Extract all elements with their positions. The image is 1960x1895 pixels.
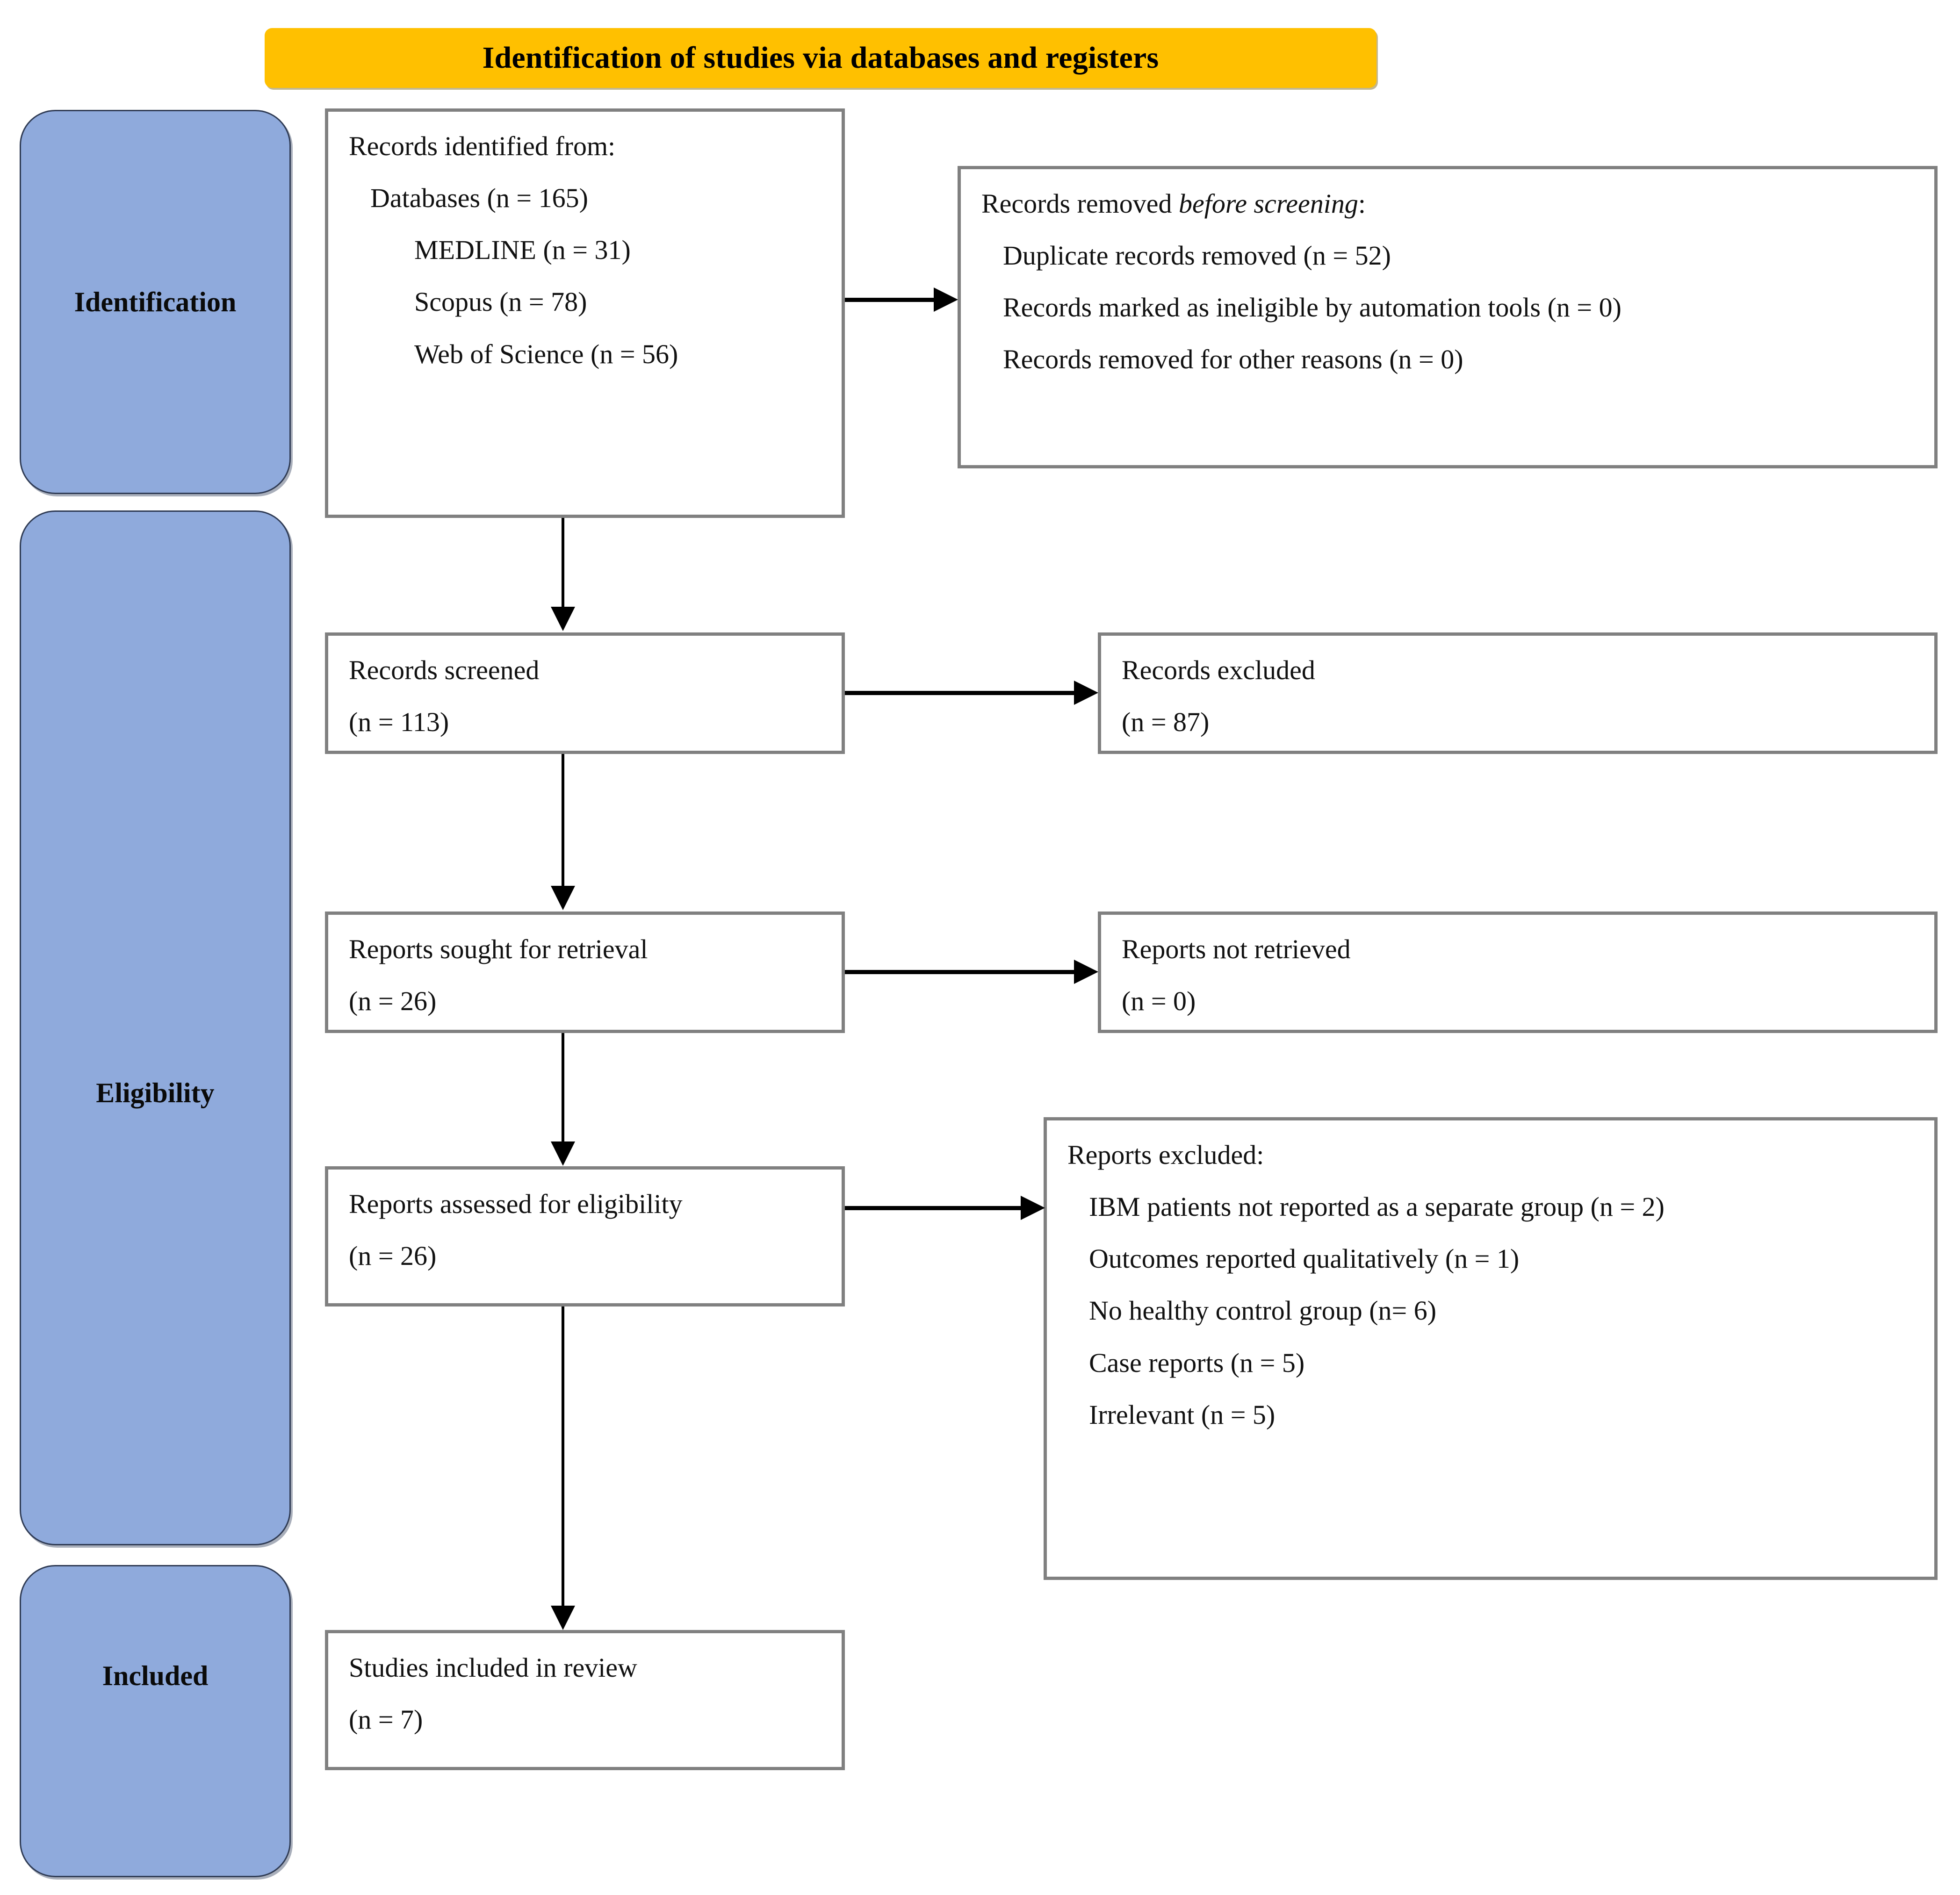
- connector-identified-to-removed: [845, 298, 934, 302]
- connector-sought-to-assessed: [562, 1033, 564, 1141]
- records-excluded-title: Records excluded: [1122, 655, 1315, 685]
- stage-identification: Identification: [20, 110, 291, 494]
- stage-eligibility: Eligibility: [20, 510, 291, 1545]
- records-identified-medline: MEDLINE (n = 31): [414, 235, 631, 266]
- box-reports-assessed: Reports assessed for eligibility (n = 26…: [325, 1166, 845, 1306]
- reports-not-retrieved-count: (n = 0): [1122, 986, 1196, 1017]
- reports-excluded-reason-qualitative: Outcomes reported qualitatively (n = 1): [1089, 1243, 1520, 1274]
- box-records-excluded: Records excluded (n = 87): [1098, 632, 1938, 754]
- stage-included: Included: [20, 1565, 291, 1877]
- records-identified-scopus: Scopus (n = 78): [414, 287, 587, 317]
- records-removed-heading-emphasis: before screening: [1178, 188, 1358, 219]
- reports-sought-count: (n = 26): [349, 986, 437, 1017]
- diagram-title: Identification of studies via databases …: [482, 41, 1159, 75]
- reports-assessed-title: Reports assessed for eligibility: [349, 1189, 683, 1219]
- reports-excluded-reason-ibm: IBM patients not reported as a separate …: [1089, 1192, 1665, 1222]
- records-screened-title: Records screened: [349, 655, 540, 685]
- stage-label-included: Included: [102, 1660, 209, 1691]
- reports-excluded-reason-case-reports: Case reports (n = 5): [1089, 1347, 1305, 1378]
- box-studies-included: Studies included in review (n = 7): [325, 1630, 845, 1770]
- records-removed-automation: Records marked as ineligible by automati…: [1003, 292, 1621, 323]
- box-records-removed: Records removed before screening: Duplic…: [958, 166, 1938, 468]
- diagram-header-banner: Identification of studies via databases …: [265, 28, 1376, 88]
- box-records-screened: Records screened (n = 113): [325, 632, 845, 754]
- reports-assessed-count: (n = 26): [349, 1241, 437, 1271]
- connector-screened-to-sought: [562, 754, 564, 886]
- records-identified-heading: Records identified from:: [349, 131, 616, 161]
- arrowhead-sought-to-assessed: [551, 1141, 575, 1166]
- connector-identified-to-screened: [562, 518, 564, 607]
- connector-sought-to-not-retrieved: [845, 970, 1074, 974]
- box-reports-excluded: Reports excluded: IBM patients not repor…: [1044, 1117, 1938, 1580]
- arrowhead-assessed-to-studies: [551, 1606, 575, 1630]
- connector-assessed-to-studies: [562, 1306, 564, 1606]
- records-identified-databases: Databases (n = 165): [370, 183, 588, 214]
- records-removed-heading: Records removed before screening:: [981, 190, 1916, 217]
- arrowhead-sought-to-not-retrieved: [1074, 960, 1098, 984]
- reports-excluded-reason-irrelevant: Irrelevant (n = 5): [1089, 1399, 1275, 1430]
- arrowhead-identified-to-removed: [934, 287, 958, 312]
- records-removed-heading-prefix: Records removed: [981, 188, 1179, 219]
- records-screened-count: (n = 113): [349, 707, 449, 738]
- stage-label-identification: Identification: [74, 286, 237, 317]
- records-identified-wos: Web of Science (n = 56): [414, 338, 678, 369]
- arrowhead-assessed-to-reports-excluded: [1021, 1196, 1045, 1220]
- box-reports-sought: Reports sought for retrieval (n = 26): [325, 912, 845, 1033]
- records-excluded-count: (n = 87): [1122, 707, 1210, 738]
- arrowhead-identified-to-screened: [551, 607, 575, 631]
- connector-screened-to-excluded: [845, 691, 1074, 695]
- records-removed-heading-suffix: :: [1358, 188, 1366, 219]
- reports-excluded-heading: Reports excluded:: [1067, 1140, 1264, 1170]
- studies-included-count: (n = 7): [349, 1704, 423, 1735]
- box-reports-not-retrieved: Reports not retrieved (n = 0): [1098, 912, 1938, 1033]
- arrowhead-screened-to-sought: [551, 886, 575, 910]
- reports-sought-title: Reports sought for retrieval: [349, 934, 648, 964]
- connector-assessed-to-reports-excluded: [845, 1206, 1021, 1210]
- studies-included-title: Studies included in review: [349, 1652, 637, 1683]
- records-removed-duplicates: Duplicate records removed (n = 52): [1003, 240, 1391, 271]
- arrowhead-screened-to-excluded: [1074, 681, 1098, 705]
- records-removed-other: Records removed for other reasons (n = 0…: [1003, 344, 1463, 375]
- reports-excluded-reason-no-control: No healthy control group (n= 6): [1089, 1295, 1437, 1326]
- box-records-identified: Records identified from: Databases (n = …: [325, 108, 845, 518]
- reports-not-retrieved-title: Reports not retrieved: [1122, 934, 1351, 964]
- stage-label-eligibility: Eligibility: [96, 1077, 215, 1108]
